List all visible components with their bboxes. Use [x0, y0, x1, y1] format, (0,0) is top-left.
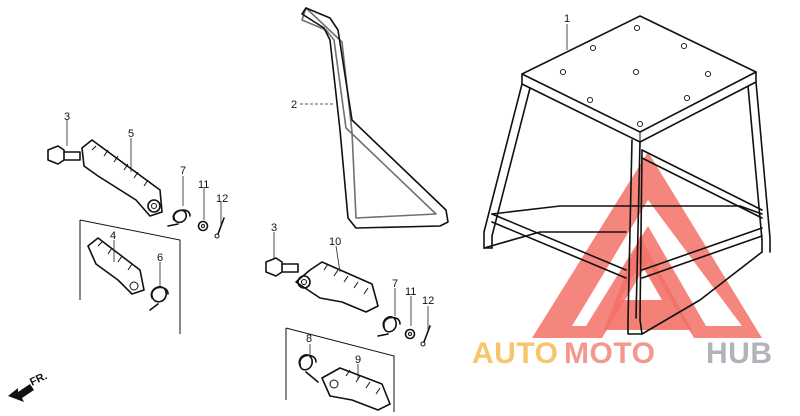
callout-8: 8 — [306, 333, 312, 345]
callout-10: 10 — [329, 236, 341, 248]
leader-lines — [66, 24, 568, 380]
callout-12-left: 12 — [216, 193, 228, 205]
callout-7-center: 7 — [392, 278, 398, 290]
front-direction-arrow: FR. — [8, 370, 49, 402]
callout-12-center: 12 — [422, 295, 434, 307]
front-direction-label: FR. — [28, 370, 49, 389]
spring-part-7-left — [167, 209, 191, 227]
callout-6: 6 — [157, 252, 163, 264]
callout-labels: 1 2 3 5 7 11 12 4 6 3 10 7 11 12 8 9 — [64, 13, 570, 366]
washer-part-11-center — [404, 328, 416, 340]
footpeg-part-10 — [295, 261, 379, 313]
watermark-auto: AUTO — [472, 337, 558, 370]
footpeg-part-9 — [321, 367, 391, 411]
watermark-triangle-logo — [532, 152, 762, 338]
callout-1: 1 — [564, 13, 570, 25]
footpeg-part-5 — [81, 139, 163, 217]
stand-part-1 — [483, 15, 771, 335]
cotter-pin-part-12-center — [420, 325, 431, 347]
triangle-brace-part-2 — [301, 7, 449, 229]
bolt-part-3-left — [47, 145, 81, 165]
callout-11-center: 11 — [405, 286, 416, 298]
callout-9: 9 — [355, 354, 361, 366]
footpeg-part-4 — [87, 237, 145, 295]
callout-11-left: 11 — [198, 179, 209, 191]
washer-part-11-left — [197, 220, 209, 232]
callout-4: 4 — [110, 230, 116, 242]
lower-group-box-left — [79, 219, 181, 334]
watermark-moto: MOTO — [564, 337, 655, 370]
spring-part-6 — [149, 286, 169, 311]
callout-3-center: 3 — [271, 222, 277, 234]
watermark-hub: HUB — [706, 337, 773, 370]
cotter-pin-part-12-left — [214, 217, 225, 239]
callout-7-left: 7 — [180, 165, 186, 177]
bolt-part-3-center — [265, 257, 299, 277]
spring-part-7-center — [377, 316, 401, 337]
automotohub-watermark: AUTO MOTO HUB — [472, 152, 773, 370]
callout-3-left: 3 — [64, 111, 70, 123]
spring-part-8 — [298, 354, 319, 383]
lower-group-box-center — [285, 327, 395, 412]
callout-2: 2 — [291, 99, 297, 111]
callout-5: 5 — [128, 128, 134, 140]
